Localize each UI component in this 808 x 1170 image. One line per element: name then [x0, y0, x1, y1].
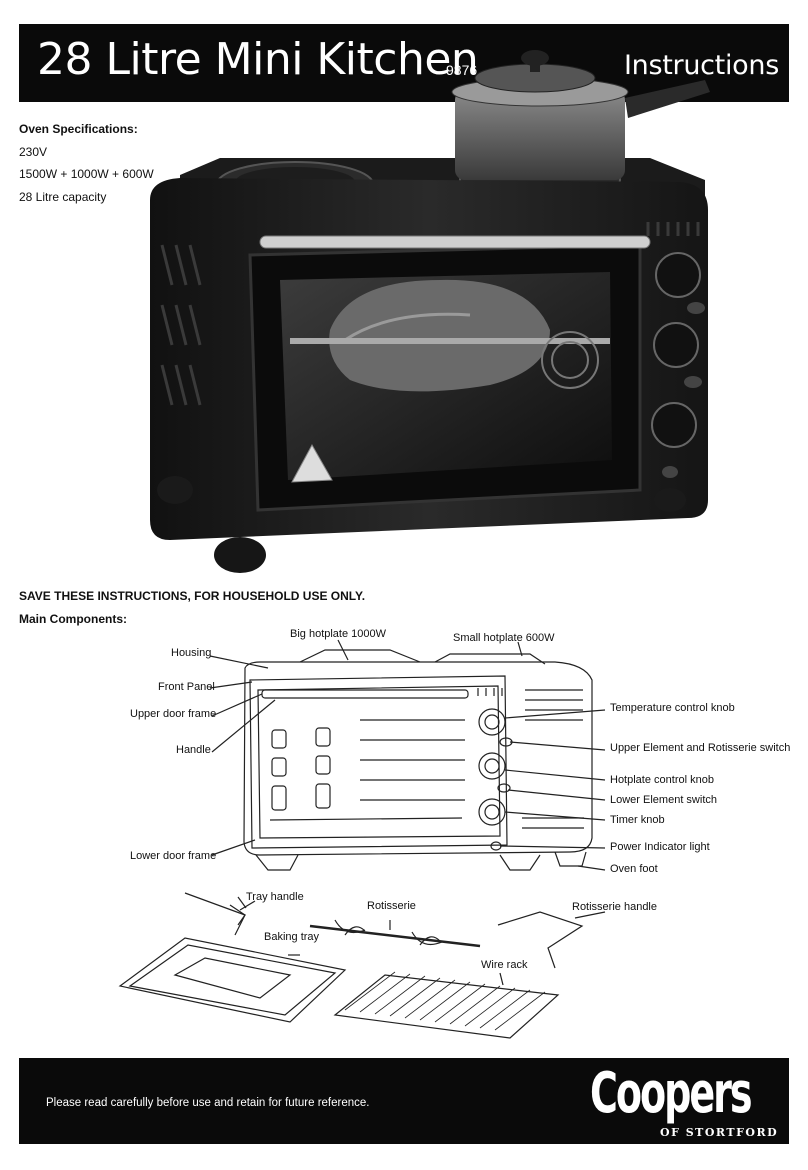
label-housing: Housing [171, 647, 212, 659]
label-lower-door-frame: Lower door frame [130, 850, 217, 862]
footer-note: Please read carefully before use and ret… [46, 1097, 370, 1109]
footer-bar [19, 1058, 789, 1144]
label-timer-knob: Timer knob [610, 814, 665, 826]
label-small-hotplate: Small hotplate 600W [453, 632, 555, 644]
model-number: 9876 [446, 62, 478, 78]
instructions-label: Instructions [624, 50, 779, 81]
label-oven-foot: Oven foot [610, 863, 658, 875]
label-tray-handle: Tray handle [246, 891, 304, 903]
label-upper-door-frame: Upper door frame [130, 708, 217, 720]
label-temperature-knob: Temperature control knob [610, 702, 735, 714]
main-components-heading: Main Components: [19, 612, 127, 626]
label-front-panel: Front Panel [158, 681, 215, 693]
header-bar [19, 24, 789, 102]
page-title: 28 Litre Mini Kitchen [37, 34, 479, 85]
spec-capacity: 28 Litre capacity [19, 189, 107, 204]
label-baking-tray: Baking tray [264, 931, 320, 943]
label-wire-rack: Wire rack [481, 959, 528, 971]
spec-voltage: 230V [19, 144, 48, 159]
label-rotisserie: Rotisserie [367, 900, 416, 912]
label-upper-element-switch: Upper Element and Rotisserie switch [610, 742, 791, 754]
label-big-hotplate: Big hotplate 1000W [290, 628, 387, 640]
label-hotplate-knob: Hotplate control knob [610, 774, 714, 786]
label-rotisserie-handle: Rotisserie handle [572, 901, 657, 913]
label-lower-element-switch: Lower Element switch [610, 794, 717, 806]
oven-specifications: Oven Specifications: 230V 1500W + 1000W … [19, 118, 154, 208]
label-handle: Handle [176, 744, 211, 756]
spec-power: 1500W + 1000W + 600W [19, 167, 154, 181]
components-diagram [118, 639, 606, 1039]
specs-heading: Oven Specifications: [19, 122, 138, 136]
oven-photo [150, 50, 710, 573]
brand-subtitle: OF STORTFORD [660, 1126, 779, 1139]
household-notice: SAVE THESE INSTRUCTIONS, FOR HOUSEHOLD U… [19, 589, 366, 603]
brand-logo: Coopers [590, 1061, 753, 1126]
label-power-light: Power Indicator light [610, 841, 710, 853]
